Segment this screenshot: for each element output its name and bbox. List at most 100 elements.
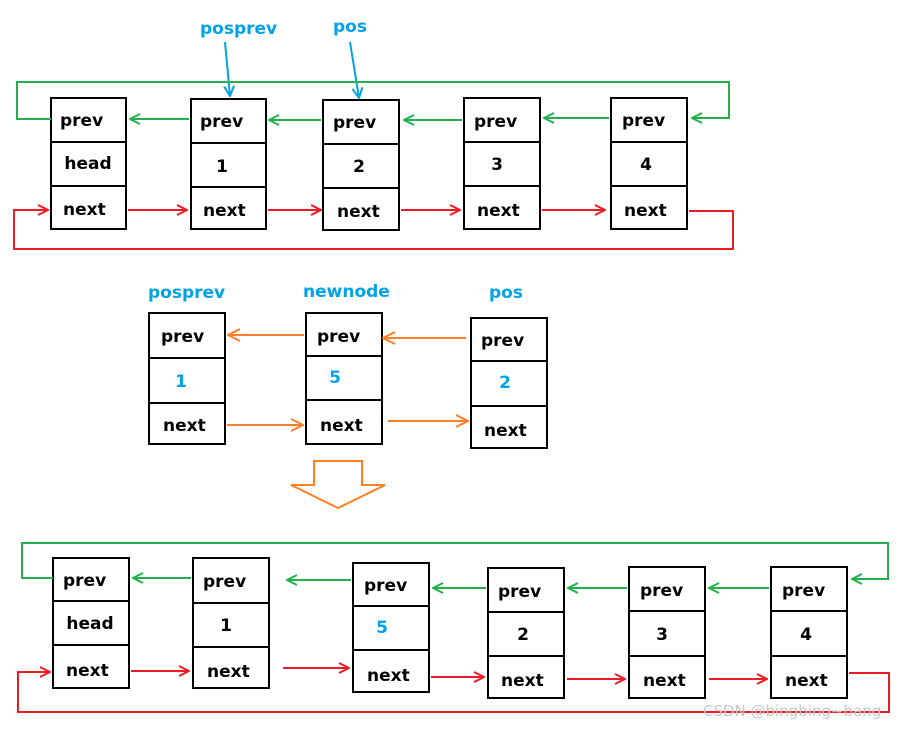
bottom-list: prev head next prev 1 next prev 5 next [17, 542, 890, 713]
prev-field-label: prev [317, 327, 360, 347]
prev-cell [322, 99, 400, 145]
prev-field-label: prev [200, 112, 243, 132]
next-field-label: next [203, 201, 246, 221]
circular-prev-arrow [16, 81, 730, 119]
top-list: posprev pos prev head next prev 1 next p [13, 17, 734, 250]
node-data-label: head [64, 154, 111, 174]
prev-cell [352, 562, 430, 607]
top-node-head: prev head next [50, 97, 127, 230]
next-cell [192, 646, 270, 689]
mid-node-posprev: prev 1 next [148, 312, 226, 445]
top-pos-label: pos [333, 17, 367, 37]
mid-newnode-label: newnode [303, 282, 390, 302]
data-cell [305, 355, 383, 401]
watermark-text: CSDN @bingbing~bang [703, 702, 881, 720]
node-data-label: 5 [329, 368, 341, 388]
node-data-label: 4 [640, 155, 652, 175]
prev-field-label: prev [364, 576, 407, 596]
next-cell [50, 185, 127, 230]
insert-step: posprev newnode pos prev 1 next prev 5 n… [148, 282, 548, 510]
data-cell [470, 360, 548, 407]
prev-cell [52, 557, 130, 602]
circular-next-arrow [13, 210, 734, 250]
next-cell [463, 185, 541, 230]
prev-field-label: prev [60, 111, 103, 131]
next-field-label: next [484, 421, 527, 441]
node-data-label: 3 [491, 155, 503, 175]
next-cell [352, 649, 430, 693]
bottom-node-1: prev 1 next [192, 557, 270, 689]
bottom-node-4: prev 4 next [770, 566, 848, 699]
node-data-label: 2 [499, 373, 511, 393]
next-field-label: next [477, 201, 520, 221]
prev-cell [487, 567, 565, 613]
node-data-label: 2 [353, 157, 365, 177]
next-field-label: next [367, 666, 410, 686]
prev-field-label: prev [640, 581, 683, 601]
next-field-label: next [320, 416, 363, 436]
next-cell [628, 655, 706, 699]
top-node-1: prev 1 next [190, 98, 267, 230]
node-data-label: 1 [175, 372, 187, 392]
data-cell [463, 141, 541, 187]
top-node-4: prev 4 next [610, 97, 688, 230]
next-field-label: next [63, 200, 106, 220]
data-cell [190, 142, 267, 188]
prev-field-label: prev [333, 113, 376, 133]
posprev-pointer-arrow [225, 41, 230, 96]
prev-field-label: prev [481, 331, 524, 351]
prev-field-label: prev [63, 571, 106, 591]
bottom-node-3: prev 3 next [628, 566, 706, 699]
prev-cell [628, 566, 706, 612]
node-data-label: 1 [220, 616, 232, 636]
next-cell [305, 399, 383, 445]
prev-field-label: prev [161, 327, 204, 347]
prev-field-label: prev [498, 582, 541, 602]
next-field-label: next [501, 671, 544, 691]
node-data-label: 5 [376, 618, 388, 638]
next-field-label: next [624, 201, 667, 221]
next-field-label: next [337, 202, 380, 222]
down-arrow-icon [290, 460, 386, 510]
next-field-label: next [66, 661, 109, 681]
prev-cell [770, 566, 848, 612]
prev-field-label: prev [203, 572, 246, 592]
next-cell [52, 644, 130, 689]
data-cell [487, 611, 565, 657]
prev-cell [148, 312, 226, 359]
prev-cell [192, 557, 270, 604]
top-posprev-label: posprev [200, 19, 277, 39]
prev-field-label: prev [782, 581, 825, 601]
bottom-node-head: prev head next [52, 557, 130, 689]
prev-cell [190, 98, 267, 144]
next-cell [148, 402, 226, 445]
next-field-label: next [163, 416, 206, 436]
next-cell [610, 185, 688, 230]
next-field-label: next [643, 671, 686, 691]
pos-pointer-arrow [349, 41, 359, 98]
prev-field-label: prev [474, 112, 517, 132]
next-cell [470, 405, 548, 449]
data-cell [352, 605, 430, 651]
next-field-label: next [785, 671, 828, 691]
node-data-label: 4 [800, 625, 812, 645]
next-cell [322, 187, 400, 231]
node-data-label: 1 [216, 157, 228, 177]
bottom-node-5: prev 5 next [352, 562, 430, 693]
data-cell [52, 600, 130, 646]
top-node-2: prev 2 next [322, 99, 400, 231]
data-cell [192, 602, 270, 648]
circular-next-arrow [17, 672, 890, 713]
mid-pos-label: pos [489, 283, 523, 303]
mid-posprev-label: posprev [148, 283, 225, 303]
bottom-node-2: prev 2 next [487, 567, 565, 699]
next-cell [770, 655, 848, 699]
data-cell [148, 357, 226, 404]
mid-node-newnode: prev 5 next [305, 312, 383, 445]
top-node-3: prev 3 next [463, 97, 541, 230]
prev-field-label: prev [622, 111, 665, 131]
data-cell [628, 610, 706, 657]
node-data-label: head [66, 614, 113, 634]
next-cell [487, 655, 565, 699]
